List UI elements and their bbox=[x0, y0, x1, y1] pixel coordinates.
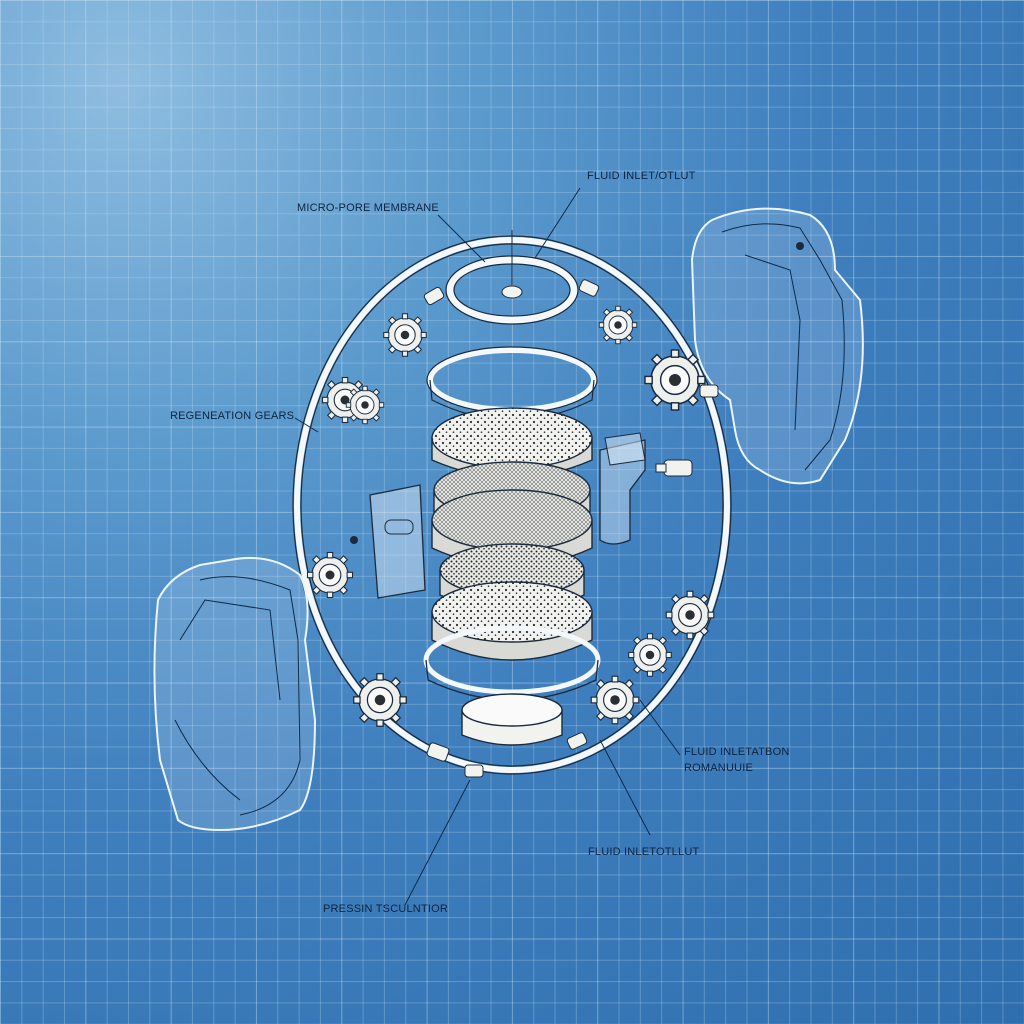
label-fluid-inlet-bottom: FLUID INLETOTLLUT bbox=[588, 846, 700, 858]
housing-shell-left-icon bbox=[153, 556, 317, 832]
side-bracket-left-icon bbox=[350, 484, 426, 599]
leader-lines bbox=[294, 187, 681, 906]
fitting-icon bbox=[423, 279, 719, 778]
label-fluid-inlet-top: FLUID INLET/OTLUT bbox=[587, 170, 696, 182]
ring-seal-icon bbox=[445, 230, 579, 325]
label-micro-pore-membrane: MICRO-PORE MEMBRANE bbox=[297, 202, 439, 214]
membrane-stack bbox=[423, 346, 601, 746]
label-pressure-regulator: PRESSIN TSCULNTIOR bbox=[323, 903, 449, 915]
label-romanuuie: ROMANUUIE bbox=[684, 762, 754, 774]
housing-shell-right-icon bbox=[690, 207, 864, 485]
side-bracket-right-icon bbox=[599, 432, 693, 545]
label-regeneration-gears: REGENEATION GEARS bbox=[170, 410, 295, 422]
label-fluid-inlet-right: FLUID INLETATBON bbox=[684, 746, 790, 758]
